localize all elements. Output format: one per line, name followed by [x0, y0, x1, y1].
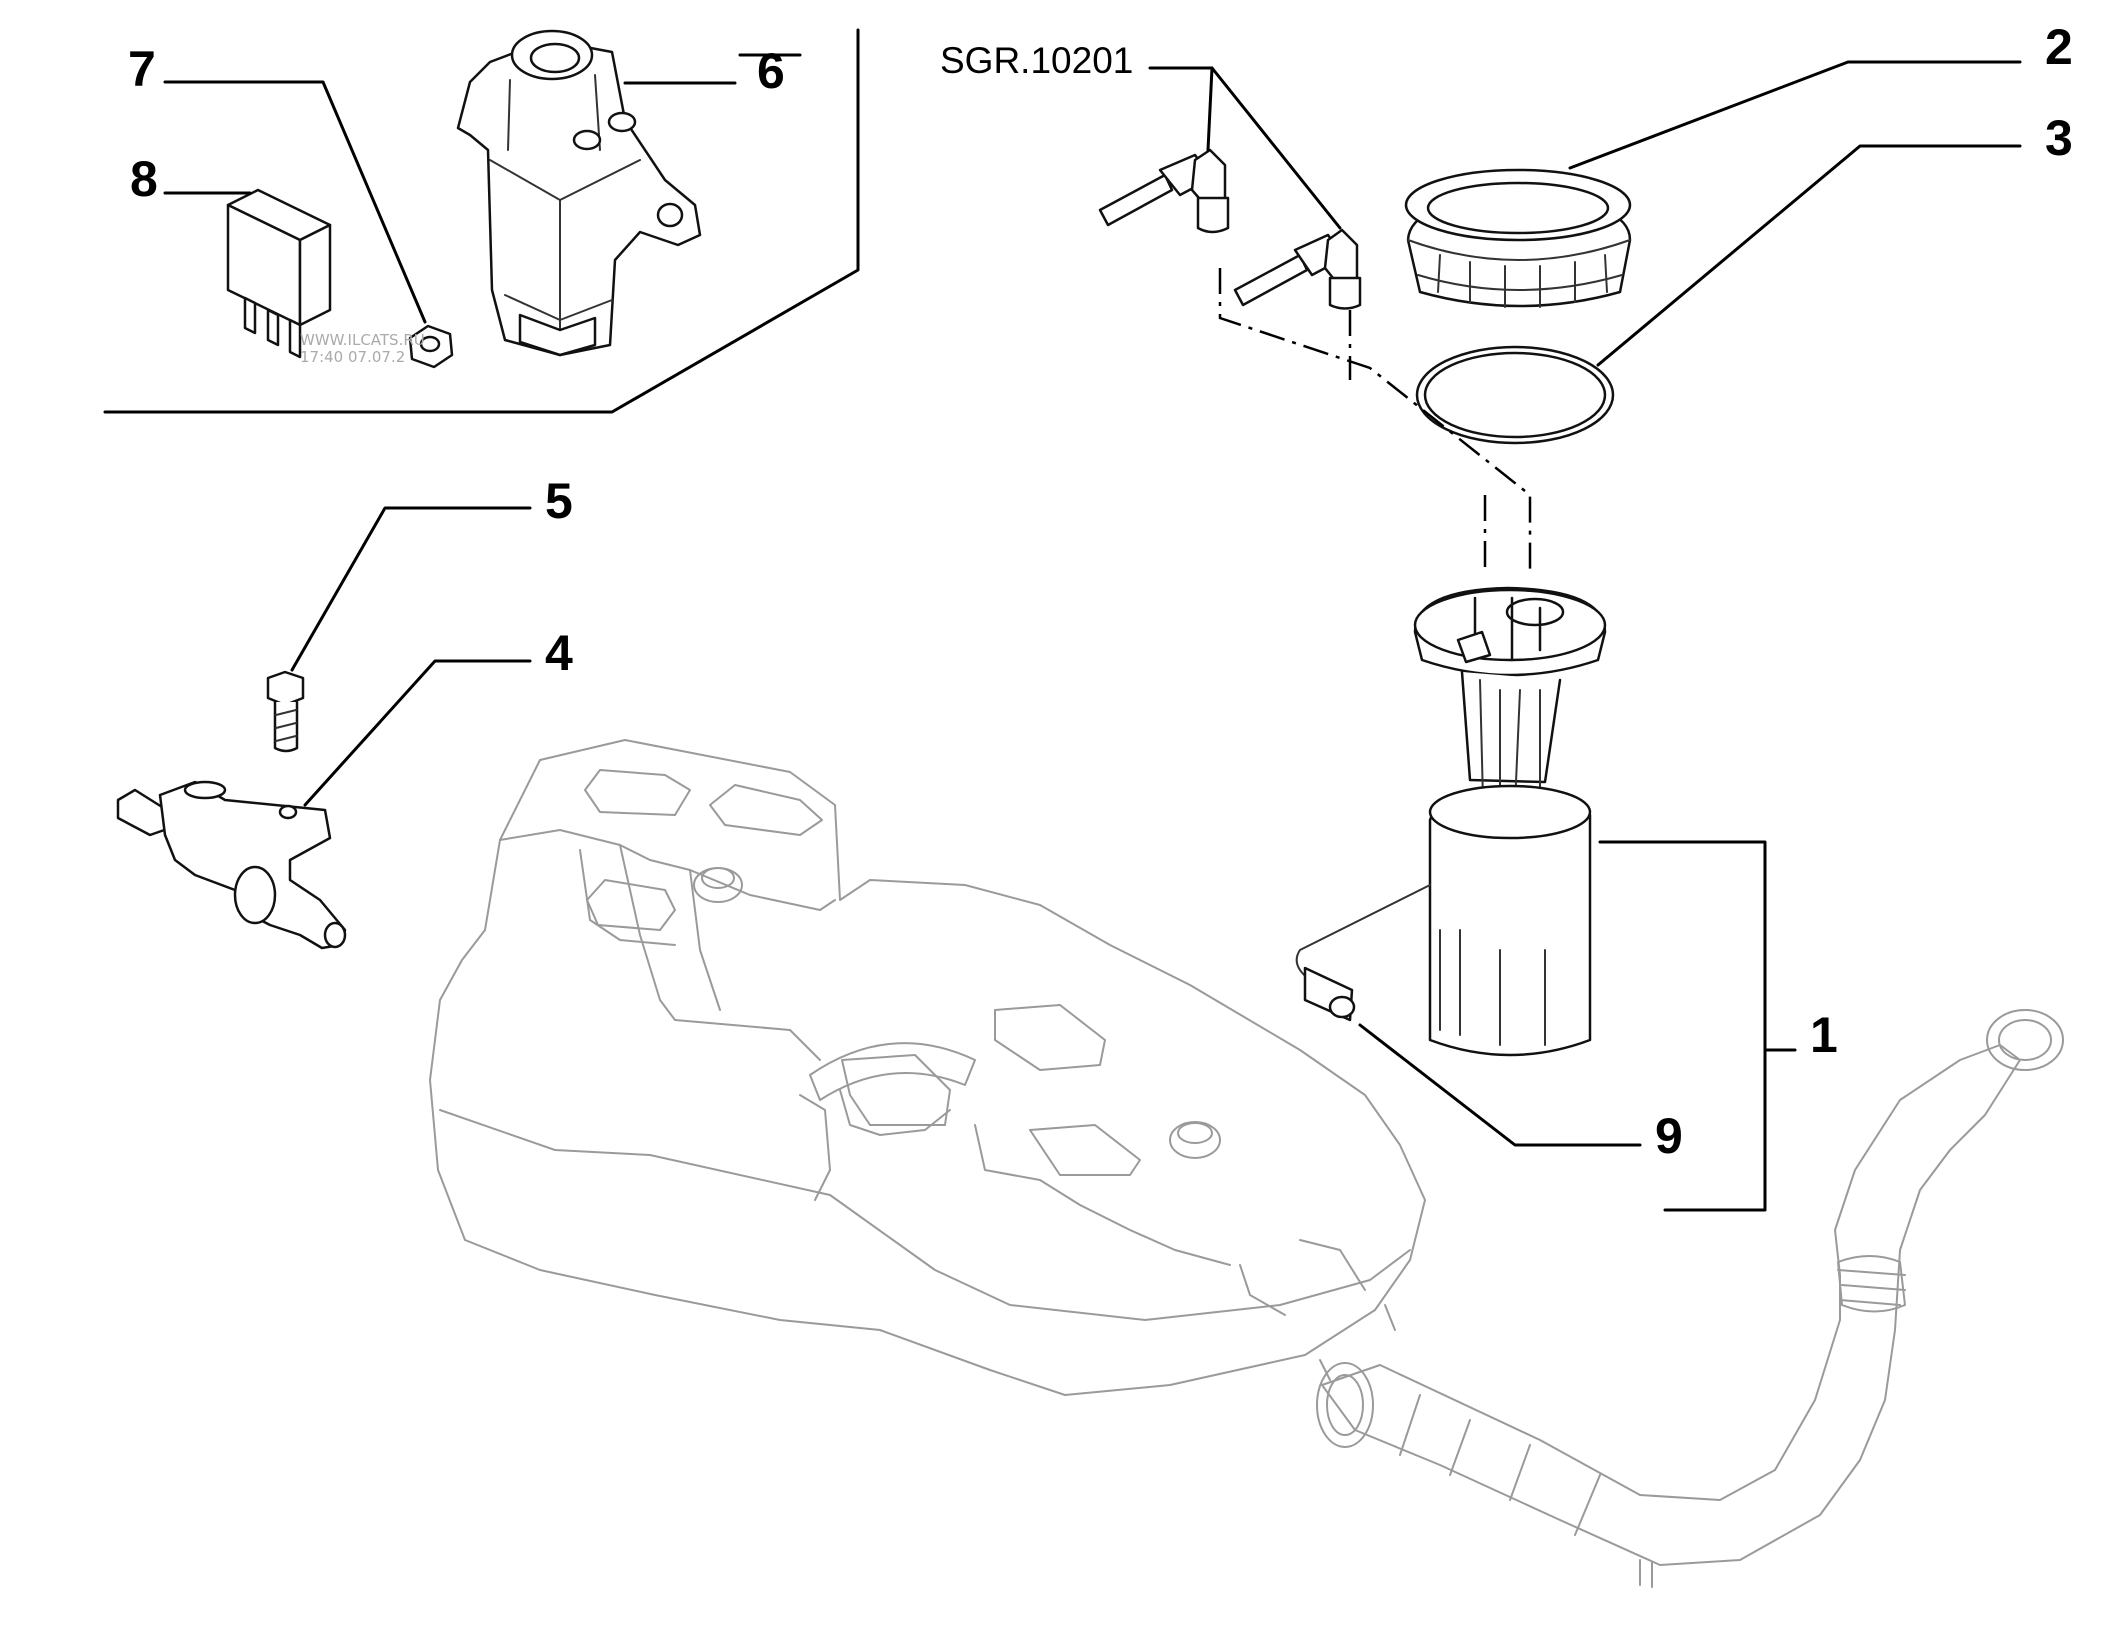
- inertia-switch-part: [456, 29, 702, 357]
- filler-pipe-part: [1316, 1009, 2064, 1588]
- bolt-part: [266, 670, 305, 753]
- nut-part: [408, 324, 454, 369]
- callout-5: 5: [545, 473, 573, 529]
- leader-1-bracket: [1598, 840, 1767, 1212]
- reference-code: SGR.10201: [940, 40, 1133, 81]
- valve-part: [116, 780, 347, 950]
- leader-3: [1596, 144, 2022, 367]
- leader-sgr: [1148, 66, 1342, 230]
- seal-ring-part: [1415, 345, 1615, 445]
- watermark-line-1: WWW.ILCATS.RU: [300, 331, 425, 349]
- leader-9: [1358, 1023, 1642, 1147]
- callout-4: 4: [545, 625, 573, 681]
- inset-frame: [103, 28, 860, 414]
- leader-5: [290, 506, 532, 672]
- callout-9: 9: [1655, 1108, 1683, 1164]
- watermark-line-2: 17:40 07.07.2: [300, 348, 405, 366]
- fuel-pump-module-part: [1295, 586, 1607, 1057]
- callout-3: 3: [2045, 110, 2073, 166]
- ring-nut-part: [1404, 168, 1632, 308]
- callout-8: 8: [130, 151, 158, 207]
- callout-7: 7: [128, 41, 156, 97]
- leader-4: [303, 659, 532, 807]
- relay-part: [226, 188, 332, 359]
- fuel-tank-part: [429, 739, 1426, 1396]
- callout-6: 6: [757, 43, 785, 99]
- callout-2: 2: [2045, 19, 2073, 75]
- pipe-connectors-part: [1098, 148, 1362, 310]
- callout-1: 1: [1810, 1007, 1838, 1063]
- leader-7: [163, 80, 427, 324]
- assembly-line-1: [1218, 268, 1532, 575]
- leader-2: [1568, 60, 2022, 170]
